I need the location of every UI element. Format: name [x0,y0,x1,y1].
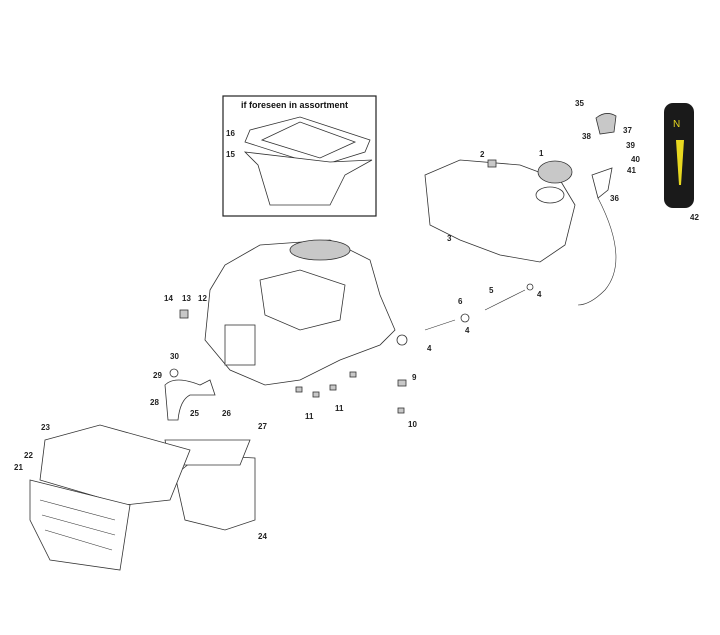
callout-label-36: 36 [610,194,619,203]
callout-label-5: 5 [489,286,494,295]
callout-label-35: 35 [575,99,584,108]
callout-label-22: 22 [24,451,33,460]
callout-label-1: 1 [539,149,544,158]
callout-label-14: 14 [164,294,173,303]
decal-42: N [664,103,694,208]
callout-label-28: 28 [150,398,159,407]
callout-label-27: 27 [258,422,267,431]
callout-label-2: 2 [480,150,485,159]
engine [204,239,396,386]
callout-label-37: 37 [623,126,632,135]
callout-label-41: 41 [627,166,636,175]
callout-label-4: 4 [427,344,432,353]
bolts [169,309,407,414]
callout-label-12: 12 [198,294,207,303]
callout-label-11: 11 [305,412,314,421]
callout-label-26: 26 [222,409,231,418]
callout-label-25: 25 [190,409,199,418]
callout-label-24: 24 [258,532,267,541]
callout-label-40: 40 [631,155,640,164]
callout-label-42: 42 [690,213,699,222]
callout-label-38: 38 [582,132,591,141]
callout-label-13: 13 [182,294,191,303]
throttle-assembly [577,113,617,306]
decal-letter: N [673,119,680,130]
callout-label-4: 4 [537,290,542,299]
callout-label-11: 11 [335,404,344,413]
heat-shield [29,424,191,571]
callout-label-4: 4 [465,326,470,335]
callout-label-39: 39 [626,141,635,150]
callout-label-30: 30 [170,352,179,361]
callout-label-23: 23 [41,423,50,432]
callout-label-3: 3 [447,234,452,243]
inset-title: if foreseen in assortment [241,100,348,110]
inset-box: if foreseen in assortment [222,95,377,217]
callout-label-10: 10 [408,420,417,429]
callout-label-21: 21 [14,463,23,472]
callout-label-29: 29 [153,371,162,380]
callout-label-16: 16 [226,129,235,138]
callout-label-9: 9 [412,373,417,382]
fuel-tank [424,159,576,263]
fuel-lines [396,283,534,346]
callout-label-15: 15 [226,150,235,159]
callout-label-6: 6 [458,297,463,306]
